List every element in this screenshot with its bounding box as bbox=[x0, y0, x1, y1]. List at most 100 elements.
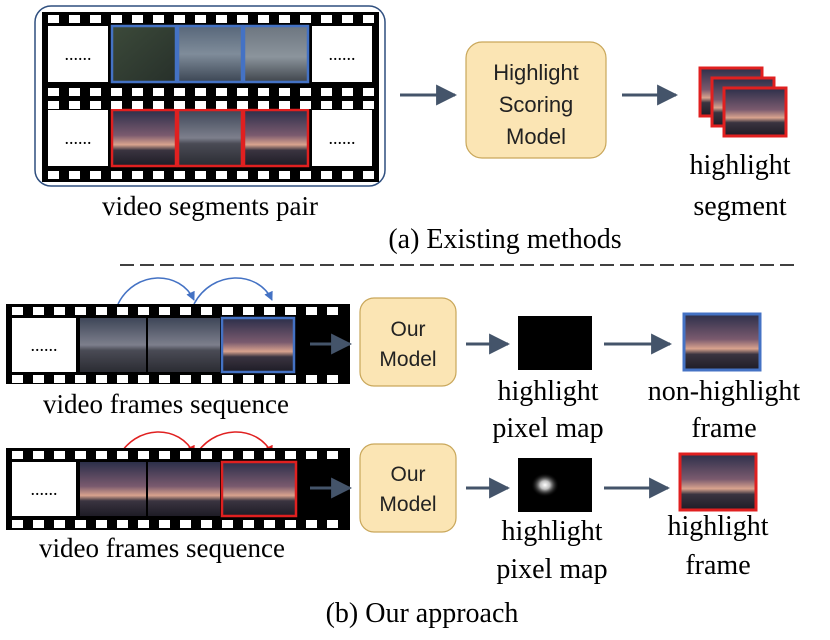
temporal-arrow bbox=[193, 277, 273, 305]
segment-frame bbox=[110, 108, 178, 168]
sprocket-hole bbox=[90, 171, 101, 179]
sprocket-hole bbox=[327, 520, 338, 528]
our-model-box-bottom bbox=[359, 443, 457, 533]
sprocket-hole bbox=[96, 375, 107, 383]
sprocket-hole bbox=[90, 88, 101, 96]
highlight-frame-thumbnail bbox=[678, 452, 758, 512]
sequence-frame bbox=[80, 462, 146, 516]
sprocket-hole bbox=[306, 375, 317, 383]
sprocket-hole bbox=[258, 88, 269, 96]
sprocket-hole bbox=[33, 375, 44, 383]
sprocket-hole bbox=[264, 307, 275, 315]
sprocket-hole bbox=[327, 451, 338, 459]
sprocket-hole bbox=[306, 307, 317, 315]
sprocket-hole bbox=[237, 88, 248, 96]
sprocket-hole bbox=[12, 307, 23, 315]
sprocket-hole bbox=[90, 101, 101, 109]
sprocket-hole bbox=[117, 375, 128, 383]
sprocket-hole bbox=[216, 88, 227, 96]
sprocket-hole bbox=[237, 101, 248, 109]
sprocket-hole bbox=[153, 101, 164, 109]
sprocket-hole bbox=[342, 15, 353, 23]
sprocket-hole bbox=[180, 307, 191, 315]
ellipsis-placeholder-frame bbox=[312, 110, 372, 166]
sprocket-hole bbox=[264, 520, 275, 528]
sprocket-hole bbox=[54, 307, 65, 315]
non-highlight-frame-label-line2: frame bbox=[691, 413, 756, 444]
sprocket-hole bbox=[237, 15, 248, 23]
sprocket-hole bbox=[54, 451, 65, 459]
sprocket-hole bbox=[264, 451, 275, 459]
frames-sequence-caption-bottom: video frames sequence bbox=[39, 533, 285, 563]
sprocket-hole bbox=[174, 171, 185, 179]
sequence-frame-current bbox=[220, 460, 298, 518]
ellipsis-text: ...... bbox=[65, 128, 92, 148]
sprocket-hole bbox=[12, 451, 23, 459]
our-model-label-line1: Our bbox=[390, 463, 425, 486]
highlight-frame-label-line1: highlight bbox=[667, 511, 768, 542]
our-model-label-line2: Model bbox=[379, 348, 436, 371]
sprocket-hole bbox=[159, 451, 170, 459]
ellipsis-text: ...... bbox=[31, 479, 58, 499]
sprocket-hole bbox=[75, 520, 86, 528]
sprocket-hole bbox=[117, 451, 128, 459]
sprocket-hole bbox=[222, 307, 233, 315]
sprocket-hole bbox=[321, 171, 332, 179]
sprocket-hole bbox=[111, 171, 122, 179]
scoring-model-label-line1: Highlight bbox=[493, 60, 579, 85]
highlight-segment-label-line1: highlight bbox=[689, 150, 790, 181]
sprocket-hole bbox=[69, 15, 80, 23]
sprocket-hole bbox=[54, 520, 65, 528]
sprocket-hole bbox=[342, 88, 353, 96]
sprocket-hole bbox=[363, 88, 374, 96]
sprocket-hole bbox=[117, 520, 128, 528]
sprocket-hole bbox=[90, 15, 101, 23]
segment-frame bbox=[110, 24, 178, 84]
sprocket-hole bbox=[69, 171, 80, 179]
sprocket-hole bbox=[300, 101, 311, 109]
segment-frame bbox=[242, 108, 310, 168]
sprocket-hole bbox=[222, 520, 233, 528]
our-model-box-top bbox=[359, 297, 457, 387]
sprocket-hole bbox=[96, 307, 107, 315]
section-our-approach-top: ...... video frames sequence Our Model h… bbox=[6, 277, 801, 444]
sprocket-hole bbox=[300, 88, 311, 96]
sprocket-hole bbox=[201, 451, 212, 459]
sprocket-hole bbox=[75, 451, 86, 459]
highlight-segment-label-line2: segment bbox=[693, 191, 787, 222]
sprocket-hole bbox=[285, 307, 296, 315]
ellipsis-placeholder-frame bbox=[12, 462, 76, 516]
ellipsis-text: ...... bbox=[31, 335, 58, 355]
our-model-label-line2: Model bbox=[379, 493, 436, 516]
sprocket-hole bbox=[117, 307, 128, 315]
film-strip-blue-segment: ...... ...... bbox=[42, 12, 379, 98]
pixel-map-label-line2-top: pixel map bbox=[492, 413, 603, 444]
film-strip-bottom: ...... bbox=[6, 448, 350, 530]
sprocket-hole bbox=[48, 171, 59, 179]
sprocket-hole bbox=[243, 375, 254, 383]
sprocket-hole bbox=[237, 171, 248, 179]
sprocket-hole bbox=[222, 375, 233, 383]
non-highlight-frame-label-line1: non-highlight bbox=[648, 376, 801, 407]
sprocket-hole bbox=[285, 375, 296, 383]
ellipsis-placeholder-frame bbox=[48, 26, 108, 82]
sprocket-hole bbox=[12, 520, 23, 528]
sprocket-hole bbox=[285, 520, 296, 528]
sprocket-hole bbox=[222, 451, 233, 459]
sprocket-hole bbox=[48, 88, 59, 96]
sprocket-hole bbox=[153, 15, 164, 23]
sprocket-hole bbox=[195, 15, 206, 23]
sprocket-hole bbox=[96, 520, 107, 528]
sprocket-hole bbox=[96, 451, 107, 459]
sequence-frame bbox=[148, 318, 220, 372]
sprocket-hole bbox=[243, 520, 254, 528]
sprocket-hole bbox=[216, 15, 227, 23]
sprocket-hole bbox=[132, 15, 143, 23]
ellipsis-text: ...... bbox=[329, 44, 356, 64]
sprocket-hole bbox=[321, 88, 332, 96]
ellipsis-placeholder-frame bbox=[12, 318, 76, 372]
highlight-frame-label-line2: frame bbox=[685, 550, 750, 581]
sprocket-hole bbox=[342, 101, 353, 109]
sprocket-hole bbox=[33, 520, 44, 528]
sprocket-hole bbox=[54, 375, 65, 383]
